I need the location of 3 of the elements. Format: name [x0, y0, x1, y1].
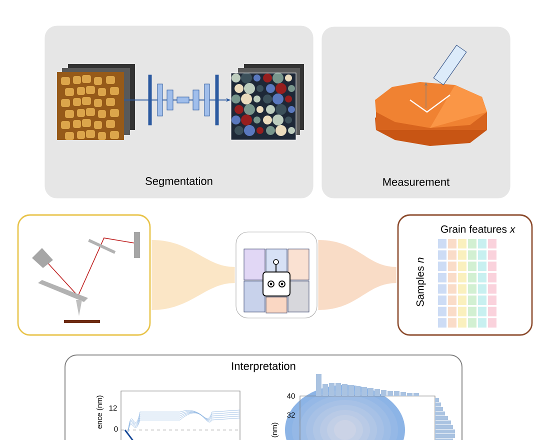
- connector-funnel: [318, 240, 396, 310]
- connector-funnel: [152, 240, 235, 310]
- picture-box: [17, 214, 151, 336]
